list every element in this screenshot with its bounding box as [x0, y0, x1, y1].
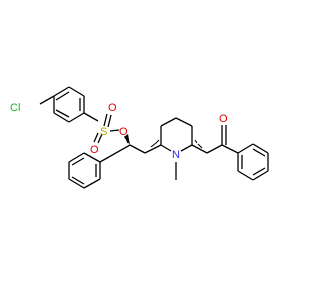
phenyl-ring-right	[237, 143, 269, 181]
ketone-group	[221, 125, 239, 154]
phenyl-ring-left	[68, 144, 131, 189]
bond	[175, 117, 193, 127]
stereo-hash-marks	[150, 139, 203, 149]
bond	[97, 133, 103, 144]
bond	[144, 144, 162, 154]
piperidine-ring	[129, 117, 223, 180]
bond	[221, 144, 239, 154]
bond	[252, 148, 266, 157]
bond	[107, 114, 112, 128]
bond	[68, 152, 85, 163]
bond	[237, 143, 254, 154]
bond	[103, 113, 108, 127]
sulfonyl-oxygen-label: O	[90, 144, 99, 156]
bond	[129, 144, 146, 154]
ketone-oxygen-label: O	[219, 113, 228, 125]
bond	[191, 144, 208, 154]
bond	[55, 109, 70, 118]
bond	[68, 178, 85, 189]
bond	[83, 152, 101, 163]
bond	[160, 117, 177, 127]
molecule-drawing: Cl S O O O N O	[10, 86, 269, 189]
hash-mark	[197, 143, 203, 149]
bond	[39, 95, 55, 105]
bond	[237, 170, 254, 181]
bond	[109, 129, 120, 132]
bond	[83, 178, 101, 189]
bond	[68, 86, 85, 97]
chlorine-label: Cl	[10, 102, 20, 114]
hash-mark	[155, 139, 160, 144]
bond	[160, 144, 172, 152]
bond	[71, 157, 85, 166]
chemical-structure: Cl S O O O N O	[10, 86, 269, 189]
hash-mark	[194, 139, 198, 144]
hash-mark	[150, 142, 157, 148]
bond	[83, 112, 99, 122]
ester-oxygen-label: O	[119, 126, 128, 138]
bond	[53, 86, 70, 97]
bond	[99, 144, 131, 163]
bond	[252, 167, 266, 176]
bond	[68, 112, 85, 123]
bond	[53, 112, 70, 123]
bond	[93, 132, 99, 143]
sulfonyl-group	[93, 113, 120, 144]
bond	[55, 91, 70, 101]
chlorophenyl-ring	[39, 86, 99, 123]
wedge-bond	[124, 134, 130, 145]
bond	[252, 143, 269, 154]
bond	[252, 170, 269, 181]
bond	[206, 144, 223, 154]
sulfonyl-oxygen-label: O	[108, 102, 117, 114]
nitrogen-label: N	[172, 149, 180, 161]
bond	[71, 176, 85, 185]
sulfur-label: S	[100, 126, 107, 138]
bond	[180, 144, 193, 152]
